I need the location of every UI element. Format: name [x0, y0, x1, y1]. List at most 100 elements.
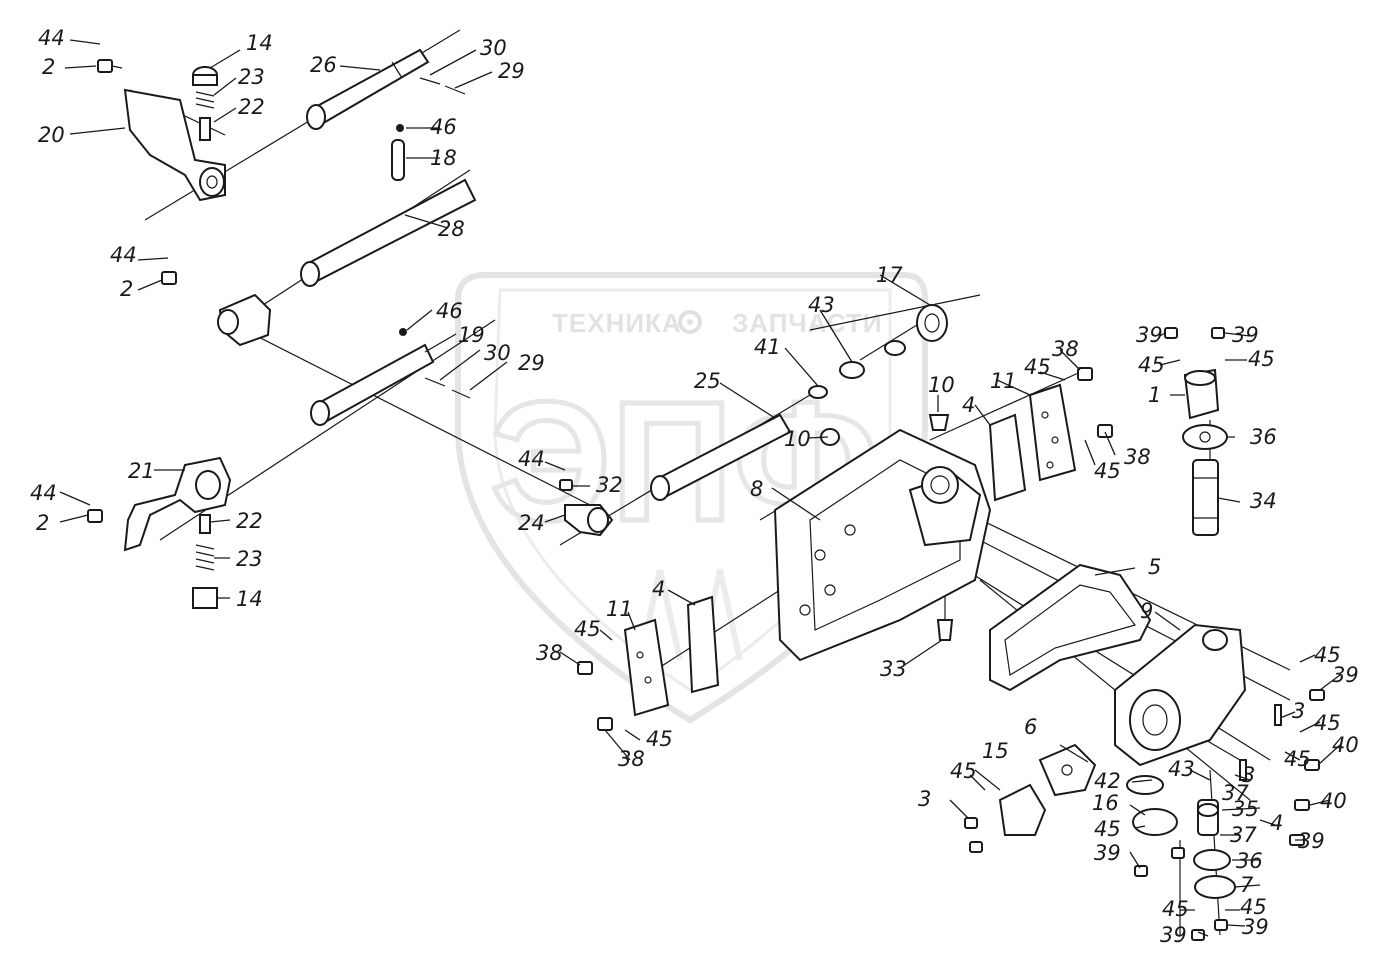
callout-39-right: 39 — [1232, 323, 1259, 347]
callout-26: 26 — [310, 53, 337, 77]
callout-32: 32 — [596, 473, 623, 497]
callout-1: 1 — [1148, 383, 1161, 407]
bolts-38-left — [577, 661, 613, 731]
callout-20: 20 — [38, 123, 65, 147]
ring-41 — [808, 385, 828, 399]
spring-23-top — [195, 91, 215, 109]
callout-39-bottom-right: 39 — [1242, 915, 1269, 939]
callout-37-top: 37 — [1222, 781, 1249, 805]
callout-8: 8 — [750, 477, 763, 501]
callout-4-right: 4 — [962, 393, 975, 417]
housing-8 — [773, 414, 992, 662]
callout-14-lower: 14 — [236, 587, 263, 611]
callout-29: 29 — [498, 59, 525, 83]
callout-46: 46 — [430, 115, 457, 139]
flange-6 — [1038, 743, 1097, 797]
callout-17: 17 — [876, 263, 903, 287]
callout-39-far-right-1: 39 — [1332, 663, 1359, 687]
cover-11-right — [1028, 383, 1077, 482]
callout-10-left: 10 — [784, 427, 811, 451]
spring-29-30-top — [419, 77, 466, 95]
washer-42 — [1126, 775, 1164, 795]
callout-39-far-right-2: 39 — [1298, 829, 1325, 853]
callout-39-bottom-left: 39 — [1160, 923, 1187, 947]
gasket-5 — [989, 563, 1152, 692]
cover-11-left — [623, 618, 670, 717]
valve-1 — [1183, 368, 1220, 420]
lever-20 — [123, 88, 226, 202]
callout-10-top: 10 — [928, 373, 955, 397]
callout-36-bottom: 36 — [1236, 849, 1263, 873]
callout-3-bottom-left: 3 — [918, 787, 931, 811]
flange-7-bottom — [1194, 875, 1236, 899]
shaft-19 — [310, 328, 471, 426]
bolts-39-top — [1164, 327, 1225, 339]
valve-35-37 — [1197, 799, 1219, 836]
callout-39-bottom-mid: 39 — [1094, 841, 1121, 865]
bolt-2-top — [97, 59, 123, 73]
watermark-line1: ТЕХНИКА — [552, 308, 682, 338]
callout-23-lower: 23 — [236, 547, 263, 571]
callout-33: 33 — [880, 657, 907, 681]
callout-35: 35 — [1232, 797, 1259, 821]
plate-15 — [998, 783, 1047, 836]
callout-38-left-bottom: 38 — [618, 747, 645, 771]
plate-16 — [1132, 808, 1178, 836]
callout-45-left: 45 — [574, 617, 601, 641]
callout-37-bottom: 37 — [1230, 823, 1257, 847]
watermark-shield — [455, 272, 928, 724]
callout-45-far-right-2: 45 — [1314, 711, 1341, 735]
bolt-38-right — [1077, 367, 1113, 438]
callout-3-bottom: 3 — [1242, 763, 1255, 787]
callout-34: 34 — [1250, 489, 1277, 513]
callout-6: 6 — [1024, 715, 1037, 739]
callout-38-left-top: 38 — [536, 641, 563, 665]
callout-19: 19 — [458, 323, 485, 347]
bolts-3-bottom — [964, 817, 983, 853]
callout-30: 30 — [480, 36, 507, 60]
shaft-25 — [650, 413, 792, 501]
pin-18 — [391, 139, 405, 181]
callout-4-left: 4 — [652, 577, 665, 601]
callout-2-middle: 2 — [120, 277, 133, 301]
callout-41: 41 — [754, 335, 781, 359]
gear-icon — [678, 310, 702, 334]
callout-44-arm: 44 — [518, 447, 545, 471]
bearing-17 — [916, 304, 948, 342]
callout-43: 43 — [808, 293, 835, 317]
shaft-28 — [300, 178, 477, 287]
collar-2-middle — [161, 271, 272, 347]
callout-38-right-bottom: 38 — [1124, 445, 1151, 469]
callout-22: 22 — [238, 95, 265, 119]
callout-25: 25 — [694, 369, 721, 393]
callout-14: 14 — [246, 31, 273, 55]
callout-38-right-top: 38 — [1052, 337, 1079, 361]
callout-2: 2 — [42, 55, 55, 79]
shaft-26 — [306, 48, 430, 130]
callout-44: 44 — [38, 26, 65, 50]
callout-45-valve-left: 45 — [1138, 353, 1165, 377]
cap-14-top — [192, 66, 218, 86]
callout-42: 42 — [1094, 769, 1121, 793]
callout-45-left-bottom: 45 — [646, 727, 673, 751]
lever-21 — [87, 456, 232, 609]
callout-4-bottom: 4 — [1270, 811, 1283, 835]
callout-45-right-bottom: 45 — [1094, 459, 1121, 483]
callout-28: 28 — [438, 217, 465, 241]
callout-46-middle: 46 — [436, 299, 463, 323]
callout-30-middle: 30 — [484, 341, 511, 365]
ring-43b — [884, 340, 906, 356]
gasket-4-left — [686, 595, 720, 694]
callout-22-lower: 22 — [236, 509, 263, 533]
callout-24: 24 — [518, 511, 545, 535]
flange-36-top — [1182, 424, 1228, 450]
callout-15: 15 — [982, 739, 1009, 763]
callout-5: 5 — [1148, 555, 1161, 579]
callout-40-bottom: 40 — [1320, 789, 1347, 813]
callout-2-lower: 2 — [36, 511, 49, 535]
callout-36-top: 36 — [1250, 425, 1277, 449]
callout-11-left: 11 — [606, 597, 633, 621]
callout-45-bottom-mid: 45 — [1094, 817, 1121, 841]
callout-45-bottom-left: 45 — [1162, 897, 1189, 921]
callout-45-right: 45 — [1024, 355, 1051, 379]
